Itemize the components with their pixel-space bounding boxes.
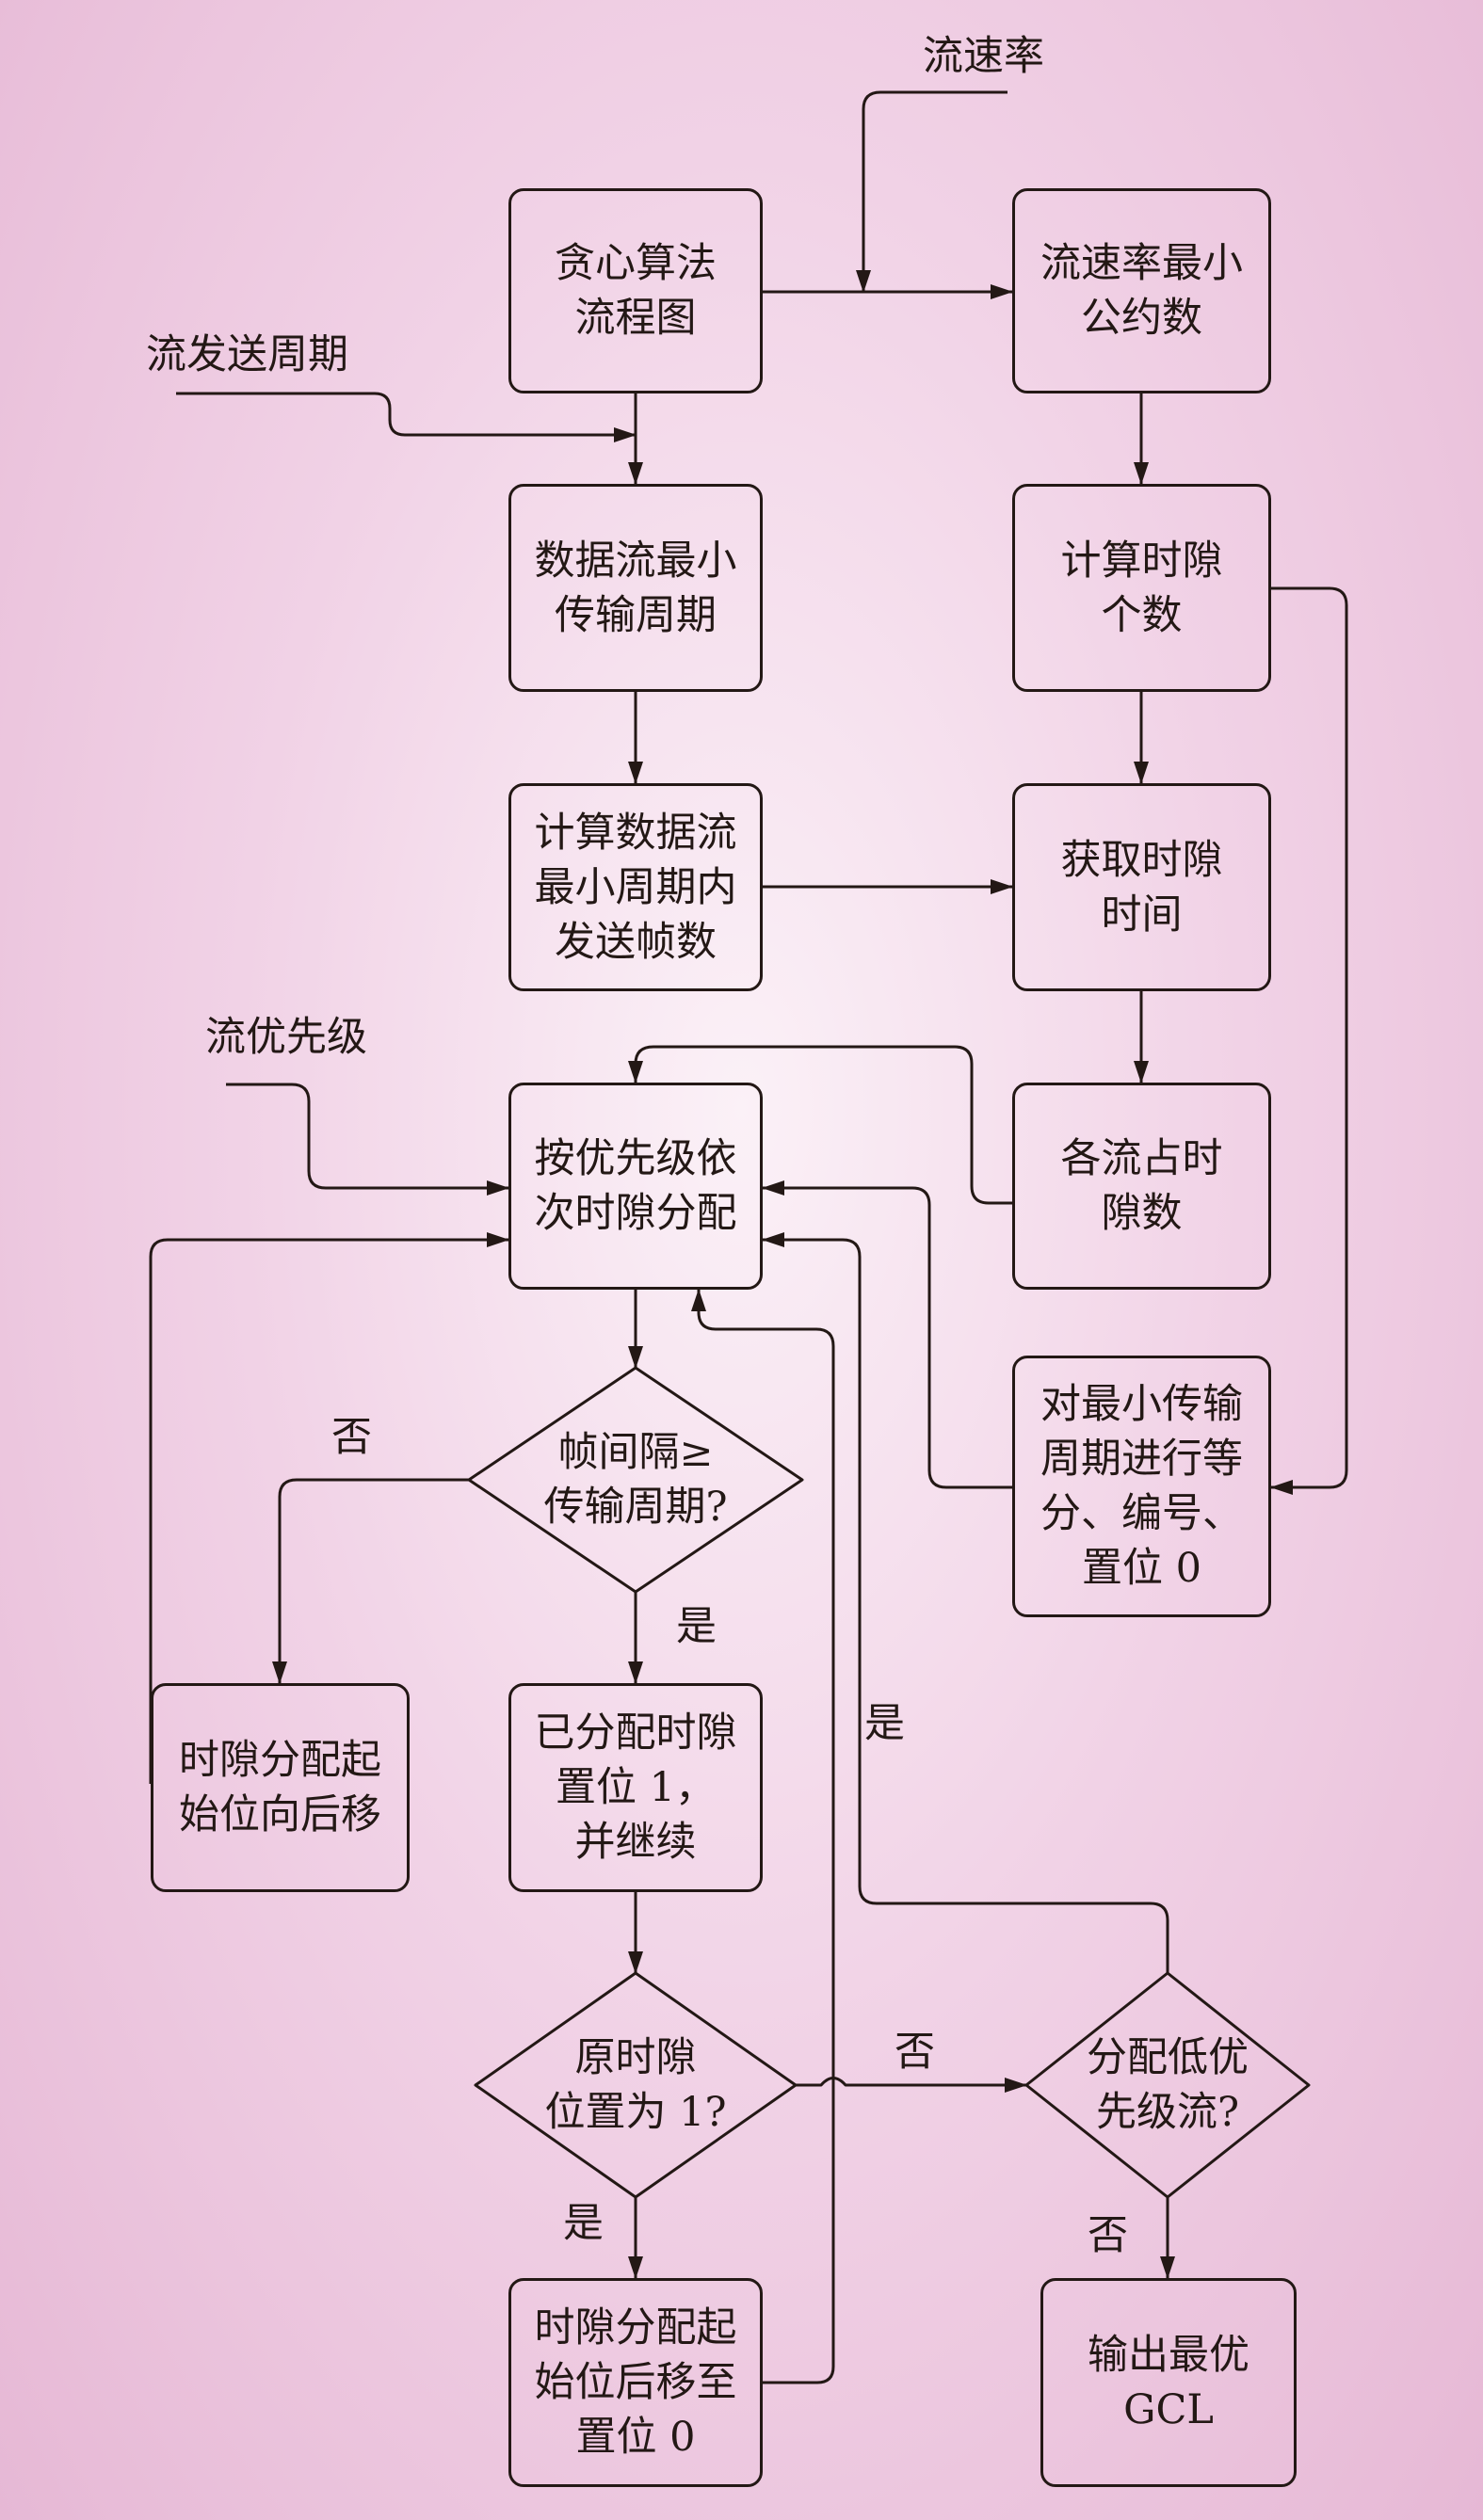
node-get-slot-time: 获取时隙 时间 xyxy=(1012,783,1271,991)
label-low-yes: 是 xyxy=(864,1700,905,1747)
node-output-gcl: 输出最优 GCL xyxy=(1040,2278,1297,2487)
input-flow-rate: 流速率 xyxy=(923,33,1044,80)
edge-flow-rate-input xyxy=(856,90,1007,293)
edge-shiftzero-to-assign xyxy=(691,1289,835,2384)
label-interval-no: 否 xyxy=(331,1414,372,1461)
edge-low-yes xyxy=(762,1232,1169,1973)
node-set-assigned: 已分配时隙 置位 1， 并继续 xyxy=(508,1683,763,1892)
label-low-no: 否 xyxy=(1088,2212,1128,2259)
node-greedy-flowchart: 贪心算法 流程图 xyxy=(508,188,763,393)
label-interval-yes: 是 xyxy=(676,1603,717,1650)
edge-period-input xyxy=(176,392,637,442)
edge-shift-to-assign xyxy=(149,1232,509,1784)
input-flow-priority: 流优先级 xyxy=(205,1014,367,1061)
input-flow-send-period: 流发送周期 xyxy=(146,331,348,378)
edge-divide-to-assign xyxy=(762,1180,1012,1489)
edge-orig-no xyxy=(796,2077,1027,2093)
edge-slotsperflow-to-assign xyxy=(628,1045,1012,1205)
node-assign-by-priority: 按优先级依 次时隙分配 xyxy=(508,1083,763,1290)
node-slots-per-flow: 各流占时 隙数 xyxy=(1012,1083,1271,1290)
edge-calcslots-to-divide xyxy=(1270,586,1348,1495)
edge-interval-no xyxy=(272,1478,469,1684)
node-calc-frames: 计算数据流 最小周期内 发送帧数 xyxy=(508,783,763,991)
node-orig-slot-check: 原时隙 位置为 1? xyxy=(544,2034,727,2136)
node-low-priority-check: 分配低优 先级流? xyxy=(1087,2034,1249,2136)
node-min-period: 数据流最小 传输周期 xyxy=(508,484,763,692)
node-calc-slots: 计算时隙 个数 xyxy=(1012,484,1271,692)
node-lcd-rate: 流速率最小 公约数 xyxy=(1012,188,1271,393)
label-orig-yes: 是 xyxy=(563,2200,604,2247)
node-divide-period: 对最小传输 周期进行等 分、编号、 置位 0 xyxy=(1012,1356,1271,1617)
node-interval-check: 帧间隔≥ 传输周期? xyxy=(543,1429,728,1531)
label-orig-no: 否 xyxy=(895,2029,935,2076)
node-shift-to-zero: 时隙分配起 始位后移至 置位 0 xyxy=(508,2278,763,2487)
node-shift-start: 时隙分配起 始位向后移 xyxy=(151,1683,410,1892)
edge-priority-input xyxy=(226,1083,509,1196)
